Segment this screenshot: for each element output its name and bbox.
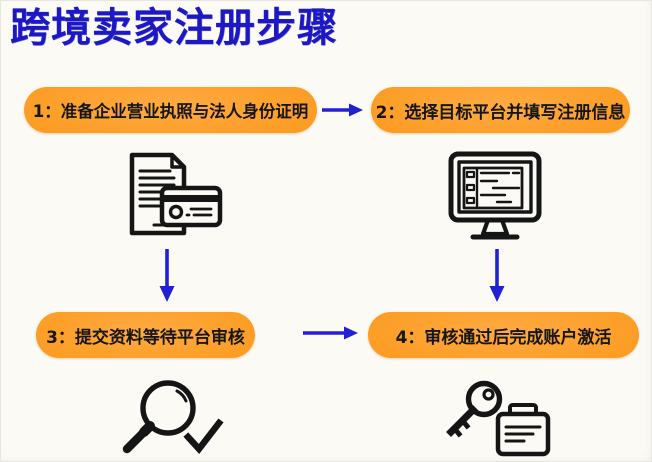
step-2-pill: 2：选择目标平台并填写注册信息 xyxy=(371,87,630,133)
document-id-card-icon xyxy=(110,148,228,248)
step-4-label: 4：审核通过后完成账户激活 xyxy=(395,327,612,348)
step-2-label: 2：选择目标平台并填写注册信息 xyxy=(375,102,626,123)
arrow-step3-to-step4-icon xyxy=(302,325,359,345)
arrow-step2-to-step4-icon xyxy=(488,248,506,307)
page-title: 跨境卖家注册步骤 xyxy=(10,5,338,51)
monitor-registration-form-icon xyxy=(437,148,555,248)
arrow-step1-to-step3-icon xyxy=(158,248,176,307)
step-3-pill: 3：提交资料等待平台审核 xyxy=(36,312,255,358)
step-1-label: 1：准备企业营业执照与法人身份证明 xyxy=(32,102,309,121)
step-4-pill: 4：审核通过后完成账户激活 xyxy=(368,312,639,358)
step-1-pill: 1：准备企业营业执照与法人身份证明 xyxy=(24,87,317,133)
magnifier-check-icon xyxy=(110,376,228,462)
arrow-step1-to-step2-icon xyxy=(321,102,364,122)
step-3-label: 3：提交资料等待平台审核 xyxy=(46,327,245,348)
key-briefcase-icon xyxy=(436,376,556,462)
